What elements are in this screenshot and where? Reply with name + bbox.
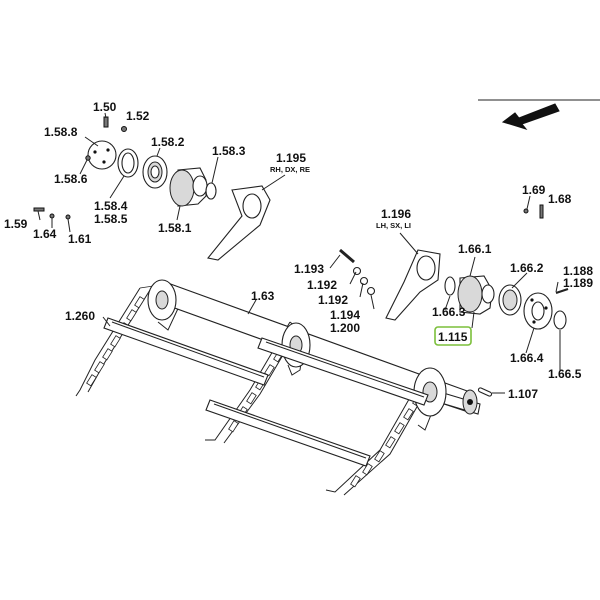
highlight-box-1-115: [434, 326, 472, 346]
bearing-1-58-2: [142, 155, 168, 189]
bolts-1-69-1-68: [523, 204, 544, 219]
bearing-housing-1-58-1: [169, 167, 208, 207]
label-1-107[interactable]: 1.107: [508, 387, 538, 401]
label-1-50[interactable]: 1.50: [93, 100, 117, 114]
ring-1-66-5: [553, 310, 567, 330]
label-1-64[interactable]: 1.64: [33, 227, 57, 241]
screw-1-188: [555, 288, 569, 294]
leader-lines: [37, 112, 561, 394]
label-1-196[interactable]: 1.196: [381, 207, 411, 221]
label-1-193[interactable]: 1.193: [294, 262, 324, 276]
label-1-66-2[interactable]: 1.66.2: [510, 261, 544, 275]
bearing-1-66-2: [498, 284, 522, 316]
label-1-63[interactable]: 1.63: [251, 289, 275, 303]
label-1-195[interactable]: 1.195: [276, 151, 306, 165]
pin-1-50: [103, 116, 109, 128]
bolt-1-193: [339, 248, 355, 264]
key-1-107: [477, 387, 493, 397]
label-1-196-variants: LH, SX, LI: [376, 221, 411, 230]
slat-1: [103, 317, 269, 386]
washer-1-194: [366, 286, 376, 296]
label-1-260[interactable]: 1.260: [65, 309, 95, 323]
label-1-66-4[interactable]: 1.66.4: [510, 351, 544, 365]
label-1-66-1[interactable]: 1.66.1: [458, 242, 492, 256]
label-1-188[interactable]: 1.188: [563, 264, 593, 278]
label-1-68[interactable]: 1.68: [548, 192, 572, 206]
label-1-58-5[interactable]: 1.58.5: [94, 212, 128, 226]
slat-2: [257, 337, 429, 406]
label-1-61[interactable]: 1.61: [68, 232, 92, 246]
seal-1-66-3: [444, 276, 456, 296]
cover-plate-1-58-8: [87, 140, 117, 170]
seal-ring-1-58-6: [85, 155, 91, 161]
direction-arrow-icon: [478, 99, 600, 130]
label-1-59[interactable]: 1.59: [4, 217, 28, 231]
label-1-195-variants: RH, DX, RE: [270, 165, 310, 174]
label-1-58-6[interactable]: 1.58.6: [54, 172, 88, 186]
label-1-58-4[interactable]: 1.58.4: [94, 199, 128, 213]
shield-1-196: [385, 249, 441, 321]
label-1-58-1[interactable]: 1.58.1: [158, 221, 192, 235]
label-1-115[interactable]: 1.115: [438, 330, 468, 344]
shield-1-195: [207, 185, 271, 261]
label-1-69[interactable]: 1.69: [522, 183, 546, 197]
sprocket-left: [147, 279, 177, 321]
bolt-1-52: [121, 126, 127, 132]
label-1-194[interactable]: 1.194: [330, 308, 360, 322]
nut-1-192: [352, 266, 369, 286]
label-1-189[interactable]: 1.189: [563, 276, 593, 290]
flange-1-66-4: [523, 292, 553, 330]
label-1-52[interactable]: 1.52: [126, 109, 150, 123]
label-1-66-5[interactable]: 1.66.5: [548, 367, 582, 381]
label-1-58-3[interactable]: 1.58.3: [212, 144, 246, 158]
label-1-200[interactable]: 1.200: [330, 321, 360, 335]
spacer-1-58-3: [205, 182, 217, 200]
bearing-housing-1-66-1: [457, 275, 495, 315]
label-1-66-3[interactable]: 1.66.3: [432, 305, 466, 319]
label-1-58-8[interactable]: 1.58.8: [44, 125, 78, 139]
label-1-192-b[interactable]: 1.192: [318, 293, 348, 307]
seal-ring-1-58-4: [117, 148, 139, 178]
label-1-192-a[interactable]: 1.192: [307, 278, 337, 292]
label-1-58-2[interactable]: 1.58.2: [151, 135, 185, 149]
slat-3: [205, 399, 371, 467]
